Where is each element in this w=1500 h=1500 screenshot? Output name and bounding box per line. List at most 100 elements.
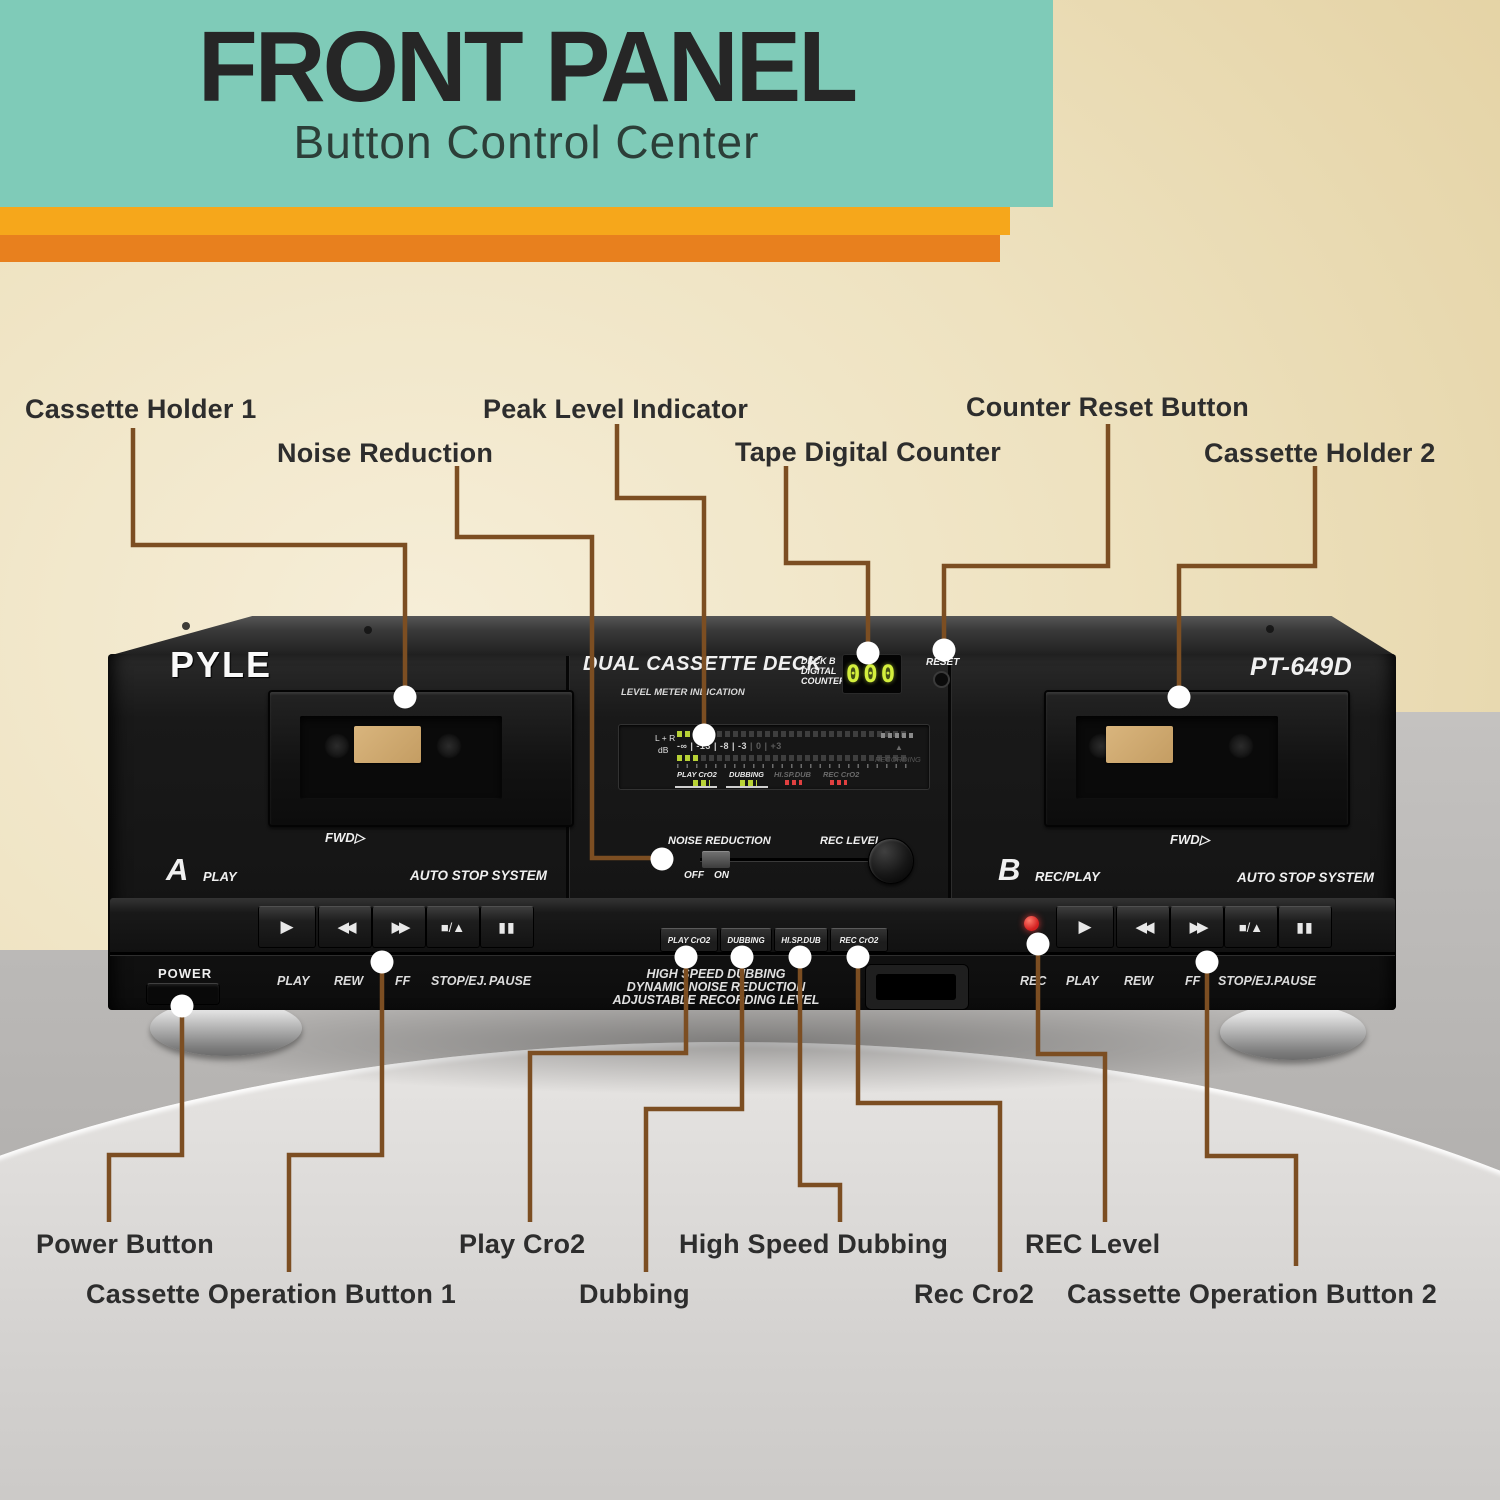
counter-reset-button[interactable] [933, 671, 950, 688]
panel-title: DUAL CASSETTE DECK [583, 653, 822, 675]
level-meter-caption: LEVEL METER INDICATION [621, 687, 745, 698]
meter-led-lit [677, 755, 701, 761]
display-pedestal [0, 1042, 1500, 1500]
reset-label: RESET [926, 657, 960, 668]
callout-noise-reduction: Noise Reduction [277, 438, 494, 468]
meter-unit: dB [658, 745, 669, 755]
play-cro2-button[interactable]: PLAY CrO2 [660, 928, 718, 952]
orange-stripe [0, 235, 1000, 262]
rec-level-knob[interactable] [868, 838, 914, 884]
page-title: FRONT PANEL [197, 11, 858, 123]
power-button[interactable] [146, 983, 220, 1005]
mode-led-green [740, 780, 757, 786]
pause-label-a: PAUSE [489, 974, 532, 988]
tape-digital-counter-display: 000 [842, 654, 902, 694]
screw-icon [364, 626, 372, 634]
callout-counter-reset-button: Counter Reset Button [966, 392, 1249, 422]
deck-shadow [130, 1000, 1370, 1095]
meter-led-row [677, 755, 907, 761]
callout-cassette-operation-button-1: Cassette Operation Button 1 [86, 1279, 456, 1309]
tape-hub [324, 733, 350, 759]
deck-b-mode: REC/PLAY [1035, 869, 1100, 884]
noise-off-label: OFF [684, 870, 704, 881]
callout-rec-level: REC Level [1025, 1229, 1161, 1259]
fwd-arrow-icon: ▷ [354, 830, 365, 845]
power-label: POWER [158, 966, 213, 981]
callout-play-cro2: Play Cro2 [459, 1229, 586, 1259]
fwd-arrow-icon: ▷ [1199, 832, 1210, 847]
play-button-a[interactable]: ▶ [258, 906, 316, 948]
rewind-icon: ◀◀ [1135, 919, 1154, 936]
callout-high-speed-dubbing: High Speed Dubbing [679, 1229, 949, 1259]
page-subtitle: Button Control Center [293, 116, 760, 168]
play-button-b[interactable]: ▶ [1056, 906, 1114, 948]
noise-reduction-slider[interactable] [702, 851, 730, 868]
yellow-stripe [0, 207, 1010, 235]
dubbing-button[interactable]: DUBBING [720, 928, 772, 952]
deck-a-mode: PLAY [203, 869, 237, 884]
stop-eject-button-a[interactable]: ■/▲ [426, 906, 480, 948]
recording-arrow-icon: ▲ [895, 743, 903, 752]
high-speed-dub-button[interactable]: HI.SP.DUB [774, 928, 828, 952]
mode-led-red [830, 780, 847, 785]
fast-forward-icon: ▶▶ [1189, 919, 1208, 936]
rec-label-b: REC [1020, 974, 1047, 988]
header-banner: FRONT PANEL Button Control Center [0, 0, 1053, 207]
callout-tape-digital-counter: Tape Digital Counter [735, 437, 1002, 467]
cassette-tape-2 [1106, 726, 1173, 763]
meter-led-row [677, 731, 907, 737]
noise-reduction-label: NOISE REDUCTION [668, 835, 771, 847]
play-icon: ▶ [280, 917, 294, 936]
meter-scale: -∞ | -13 | -8 | -3 | 0 | +3 [677, 741, 782, 751]
mode-underline [726, 786, 768, 788]
play-label-a: PLAY [277, 974, 310, 988]
chassis-groove [110, 952, 1395, 955]
panel-seam [948, 656, 951, 902]
callout-dubbing: Dubbing [579, 1279, 690, 1309]
rewind-button-b[interactable]: ◀◀ [1116, 906, 1170, 948]
fast-forward-button-a[interactable]: ▶▶ [372, 906, 426, 948]
mode-led-red [785, 780, 802, 785]
callout-power-button: Power Button [36, 1229, 214, 1259]
stop-ej-label-b: STOP/EJ. [1218, 974, 1275, 988]
deck-foot-right [1220, 1004, 1366, 1060]
rec-indicator-led [1024, 916, 1039, 931]
rewind-button-a[interactable]: ◀◀ [318, 906, 372, 948]
mode-led-green [693, 780, 710, 786]
callout-cassette-holder-1: Cassette Holder 1 [25, 394, 257, 424]
stop-eject-icon: ■/▲ [440, 919, 466, 935]
pause-button-b[interactable]: ▮▮ [1278, 906, 1332, 948]
deck-b-letter: B [998, 852, 1021, 887]
fast-forward-icon: ▶▶ [391, 919, 410, 936]
mode-underline [675, 786, 717, 788]
rewind-icon: ◀◀ [337, 919, 356, 936]
headphone-slot-inner [876, 974, 956, 1000]
callout-cassette-operation-button-2: Cassette Operation Button 2 [1067, 1279, 1437, 1309]
meter-channels: L + R [655, 733, 676, 743]
play-label-b: PLAY [1066, 974, 1099, 988]
callout-peak-level-indicator: Peak Level Indicator [483, 394, 749, 424]
callout-rec-cro2: Rec Cro2 [914, 1279, 1035, 1309]
meter-mode-play-cro2: PLAY CrO2 [677, 770, 717, 779]
pause-label-b: PAUSE [1274, 974, 1317, 988]
ff-label-a: FF [395, 974, 411, 988]
stop-ej-label-a: STOP/EJ. [431, 974, 488, 988]
play-icon: ▶ [1078, 917, 1092, 936]
callout-cassette-holder-2: Cassette Holder 2 [1204, 438, 1436, 468]
screw-icon [1266, 625, 1274, 633]
counter-value: 000 [845, 660, 899, 688]
meter-led-lit [677, 731, 693, 737]
stop-eject-button-b[interactable]: ■/▲ [1224, 906, 1278, 948]
ff-label-b: FF [1185, 974, 1201, 988]
pause-icon: ▮▮ [498, 918, 516, 935]
fwd-indicator-a: FWD▷ [325, 830, 365, 845]
peak-level-indicator: L + R dB -∞ | -13 | -8 | -3 | 0 | +3 PLA… [618, 724, 930, 790]
fast-forward-button-b[interactable]: ▶▶ [1170, 906, 1224, 948]
noise-reduction-slider-track [700, 858, 872, 861]
deck-top-face [108, 616, 1396, 656]
rec-cro2-button[interactable]: REC CrO2 [830, 928, 888, 952]
pause-button-a[interactable]: ▮▮ [480, 906, 534, 948]
auto-stop-b: AUTO STOP SYSTEM [1237, 870, 1375, 885]
pause-icon: ▮▮ [1296, 918, 1314, 935]
